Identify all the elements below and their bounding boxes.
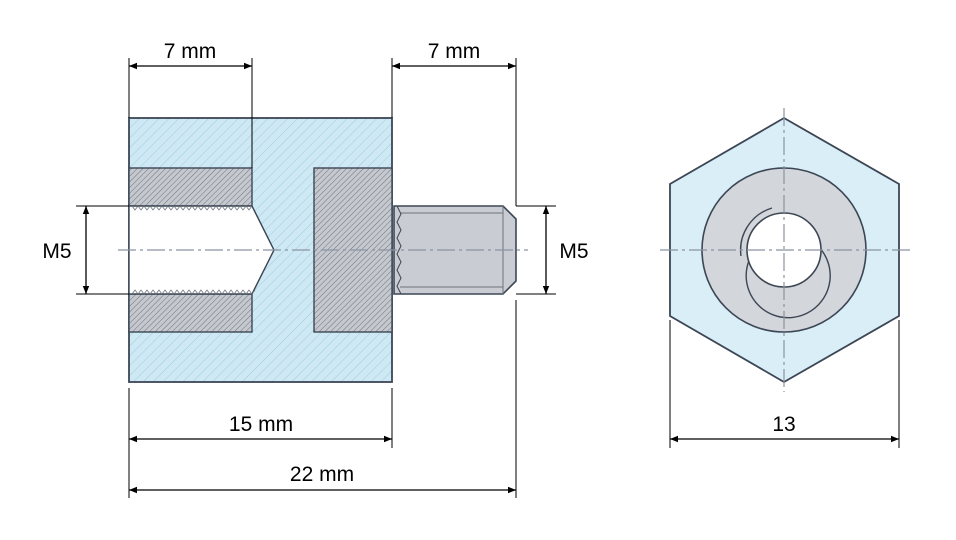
dim-label-stud-length: 7 mm [428, 40, 481, 63]
section-dimensions: 7 mm 7 mm M5 M5 15 mm 22 mm [42, 40, 589, 498]
thread-spiral [745, 235, 831, 319]
end-view [660, 108, 910, 392]
dim-label-total-length: 22 mm [290, 463, 354, 486]
end-view-dimensions: 13 [669, 320, 900, 448]
dim-label-bore-depth: 7 mm [164, 40, 217, 63]
thread-spiral-outer [739, 207, 773, 257]
dim-label-thread-right: M5 [559, 240, 588, 263]
bore-cavity [128, 205, 275, 295]
dim-label-hex-width: 13 [772, 413, 795, 436]
bore-thread-lower [128, 293, 253, 333]
dim-label-thread-left: M5 [42, 240, 71, 263]
bore-thread-teeth [131, 205, 256, 295]
section-view [118, 117, 528, 383]
dim-label-body-length: 15 mm [229, 413, 293, 436]
stud-thread-break [396, 205, 402, 295]
bore-thread-upper [128, 167, 253, 207]
